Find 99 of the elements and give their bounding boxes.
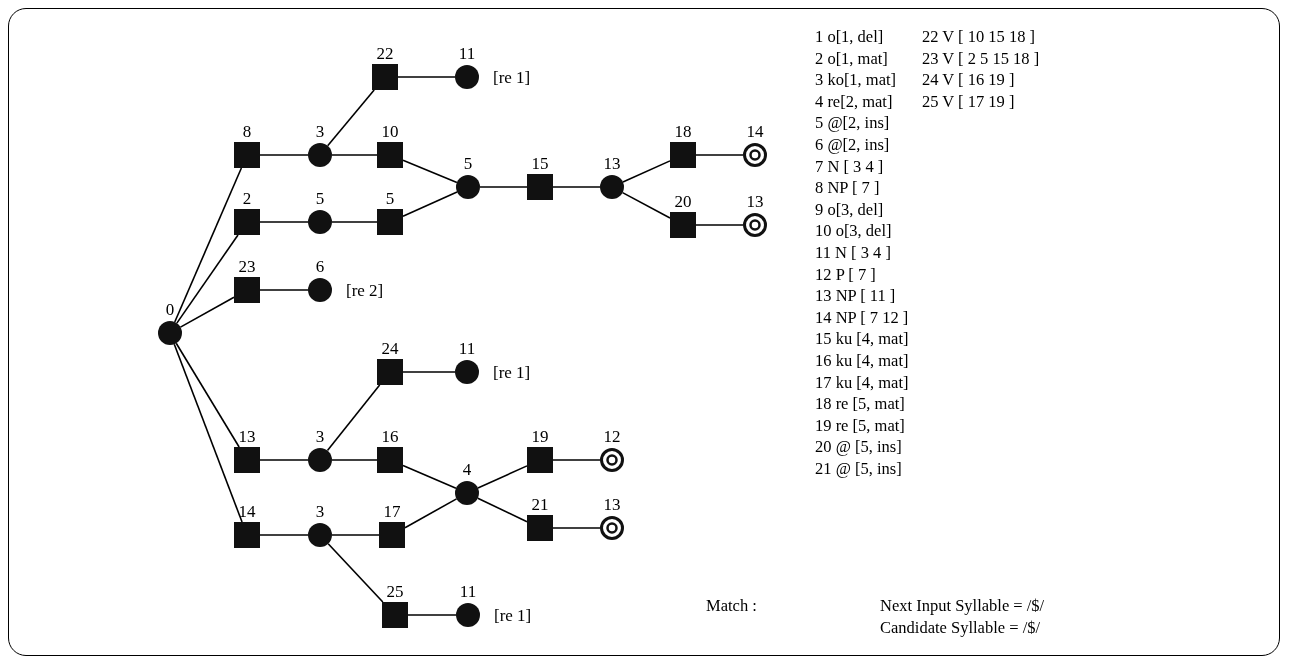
node-number: 10 [380, 122, 400, 142]
list-entry: 25 V [ 17 19 ] [922, 91, 1015, 112]
list-entry: 10 o[3, del] [815, 221, 892, 242]
list-entry: 11 N [ 3 4 ] [815, 243, 891, 263]
node-note: [re 1] [493, 363, 531, 383]
list-entry: 3 ko[1, mat] [815, 70, 897, 91]
list-entry: 4 re[2, mat] [815, 91, 893, 112]
list-entry: 23 V [ 2 5 15 18 ] [922, 48, 1040, 69]
node-number: 8 [241, 122, 253, 142]
connector-line [404, 498, 458, 529]
node-number: 18 [673, 122, 693, 142]
connector-line [331, 534, 380, 536]
node-number: 5 [384, 189, 396, 209]
connector-line [173, 343, 243, 523]
list-entry: 18 re [5, mat] [815, 394, 905, 415]
connector-line [552, 527, 601, 529]
list-entry: 8 NP [ 7 ] [815, 178, 880, 199]
node-number: 25 [385, 582, 405, 602]
node-number: 13 [602, 154, 622, 174]
node-number: 12 [602, 427, 622, 447]
node-number: 24 [380, 339, 400, 359]
node-number: 3 [314, 122, 326, 142]
match-condition: Candidate Syllable = /$/ [880, 618, 1041, 638]
connector-line [407, 614, 457, 616]
node-number: 21 [530, 495, 550, 515]
node-number: 0 [164, 300, 176, 320]
list-entry: 24 V [ 16 19 ] [922, 70, 1015, 91]
connector-line [259, 459, 309, 461]
list-entry: 7 N [ 3 4 ] [815, 156, 884, 177]
connector-line [402, 191, 458, 217]
node-number: 5 [462, 154, 474, 174]
node-number: 14 [237, 502, 257, 522]
list-entry: 17 ku [4, mat] [815, 372, 909, 393]
list-entry: 1 o[1, del] [815, 27, 884, 47]
connector-line [331, 459, 378, 461]
node-number: 20 [673, 192, 693, 212]
connector-line [479, 186, 528, 188]
node-number: 19 [530, 427, 550, 447]
node-number: 22 [375, 44, 395, 64]
match-label: Match : [706, 596, 757, 616]
node-number: 6 [314, 257, 326, 277]
node-number: 15 [530, 154, 550, 174]
connector-line [259, 221, 309, 223]
connector-line [552, 186, 601, 188]
list-entry: 21 @ [5, ins] [815, 459, 902, 479]
connector-line [402, 464, 457, 490]
connector-line [331, 154, 378, 156]
node-number: 5 [314, 189, 326, 209]
list-entry: 6 @[2, ins] [815, 135, 890, 155]
node-number: 2 [241, 189, 253, 209]
node-number: 11 [457, 44, 477, 64]
connector-line [695, 154, 744, 156]
connector-line [259, 534, 309, 536]
connector-line [327, 542, 384, 603]
list-entry: 9 o[3, del] [815, 199, 884, 220]
list-entry: 12 P [ 7 ] [815, 264, 876, 285]
node-note: [re 1] [493, 68, 531, 88]
node-number: 11 [457, 339, 477, 359]
node-number: 13 [745, 192, 765, 212]
connector-line [179, 296, 235, 328]
connector-line [326, 89, 375, 147]
connector-line [402, 371, 456, 373]
connector-line [695, 224, 744, 226]
node-number: 13 [237, 427, 257, 447]
connector-line [331, 221, 378, 223]
connector-line [402, 159, 458, 184]
connector-line [259, 289, 309, 291]
connector-line [326, 384, 381, 452]
node-number: 11 [458, 582, 478, 602]
node-number: 16 [380, 427, 400, 447]
node-number: 3 [314, 502, 326, 522]
list-entry: 15 ku [4, mat] [815, 329, 909, 350]
connector-line [176, 234, 239, 324]
connector-line [397, 76, 456, 78]
node-note: [re 2] [346, 281, 384, 301]
list-entry: 16 ku [4, mat] [815, 351, 909, 371]
list-entry: 19 re [5, mat] [815, 415, 905, 436]
connector-line [477, 497, 528, 523]
node-note: [re 1] [494, 606, 532, 626]
node-number: 17 [382, 502, 402, 522]
connector-line [259, 154, 309, 156]
node-number: 4 [461, 460, 473, 480]
connector-line [621, 191, 671, 219]
list-entry: 22 V [ 10 15 18 ] [922, 27, 1036, 47]
list-entry: 5 @[2, ins] [815, 113, 890, 134]
connector-line [175, 342, 240, 448]
node-number: 23 [237, 257, 257, 277]
node-number: 14 [745, 122, 765, 142]
match-condition: Next Input Syllable = /$/ [880, 596, 1045, 616]
node-number: 13 [602, 495, 622, 515]
list-entry: 14 NP [ 7 12 ] [815, 307, 909, 328]
connector-line [477, 465, 528, 489]
connector-line [552, 459, 601, 461]
connector-line [622, 160, 671, 183]
list-entry: 13 NP [ 11 ] [815, 286, 896, 307]
connector-line [173, 167, 243, 323]
list-entry: 2 o[1, mat] [815, 48, 888, 69]
list-entry: 20 @ [5, ins] [815, 437, 902, 458]
node-number: 3 [314, 427, 326, 447]
